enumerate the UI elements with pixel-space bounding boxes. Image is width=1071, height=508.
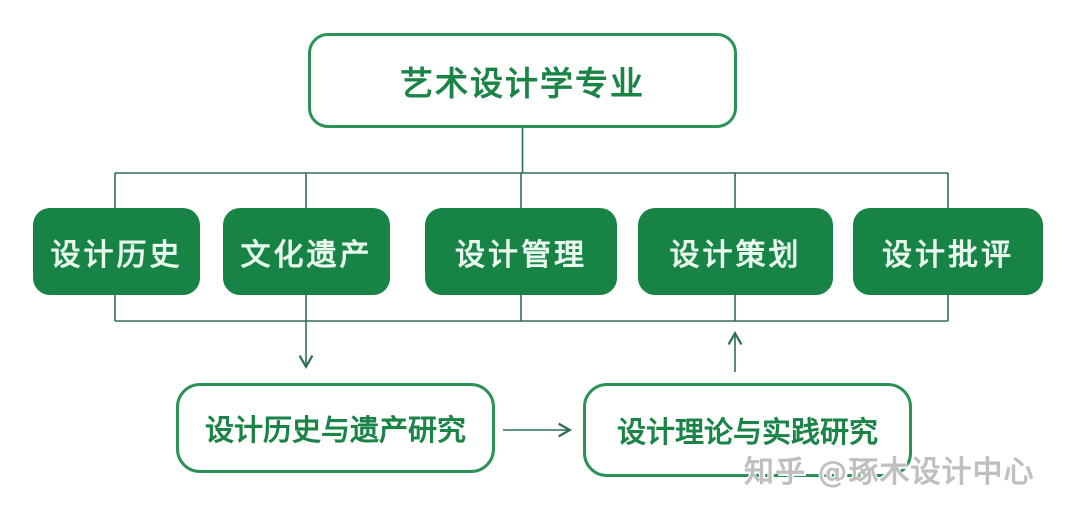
root-node-label: 艺术设计学专业 — [400, 63, 645, 103]
branch-node-design-management: 设计管理 — [425, 208, 617, 295]
branch-node-label: 设计策划 — [669, 237, 802, 273]
branch-node-label: 设计历史 — [50, 237, 183, 273]
branch-node-design-criticism: 设计批评 — [853, 208, 1043, 295]
branch-node-design-history: 设计历史 — [33, 208, 200, 295]
outcome-node-label: 设计历史与遗产研究 — [204, 413, 466, 447]
outcome-node-theory-practice-research: 设计理论与实践研究 — [583, 383, 912, 477]
branch-node-label: 文化遗产 — [240, 237, 373, 273]
root-node: 艺术设计学专业 — [308, 33, 737, 128]
branch-node-design-planning: 设计策划 — [638, 208, 833, 295]
outcome-node-label: 设计理论与实践研究 — [616, 415, 878, 449]
outcome-node-history-heritage-research: 设计历史与遗产研究 — [176, 383, 495, 473]
branch-node-label: 设计管理 — [455, 237, 587, 273]
branch-node-label: 设计批评 — [882, 237, 1014, 273]
branch-node-cultural-heritage: 文化遗产 — [223, 208, 390, 295]
zhihu-watermark: 知乎 @琢木设计中心 — [744, 455, 1035, 490]
